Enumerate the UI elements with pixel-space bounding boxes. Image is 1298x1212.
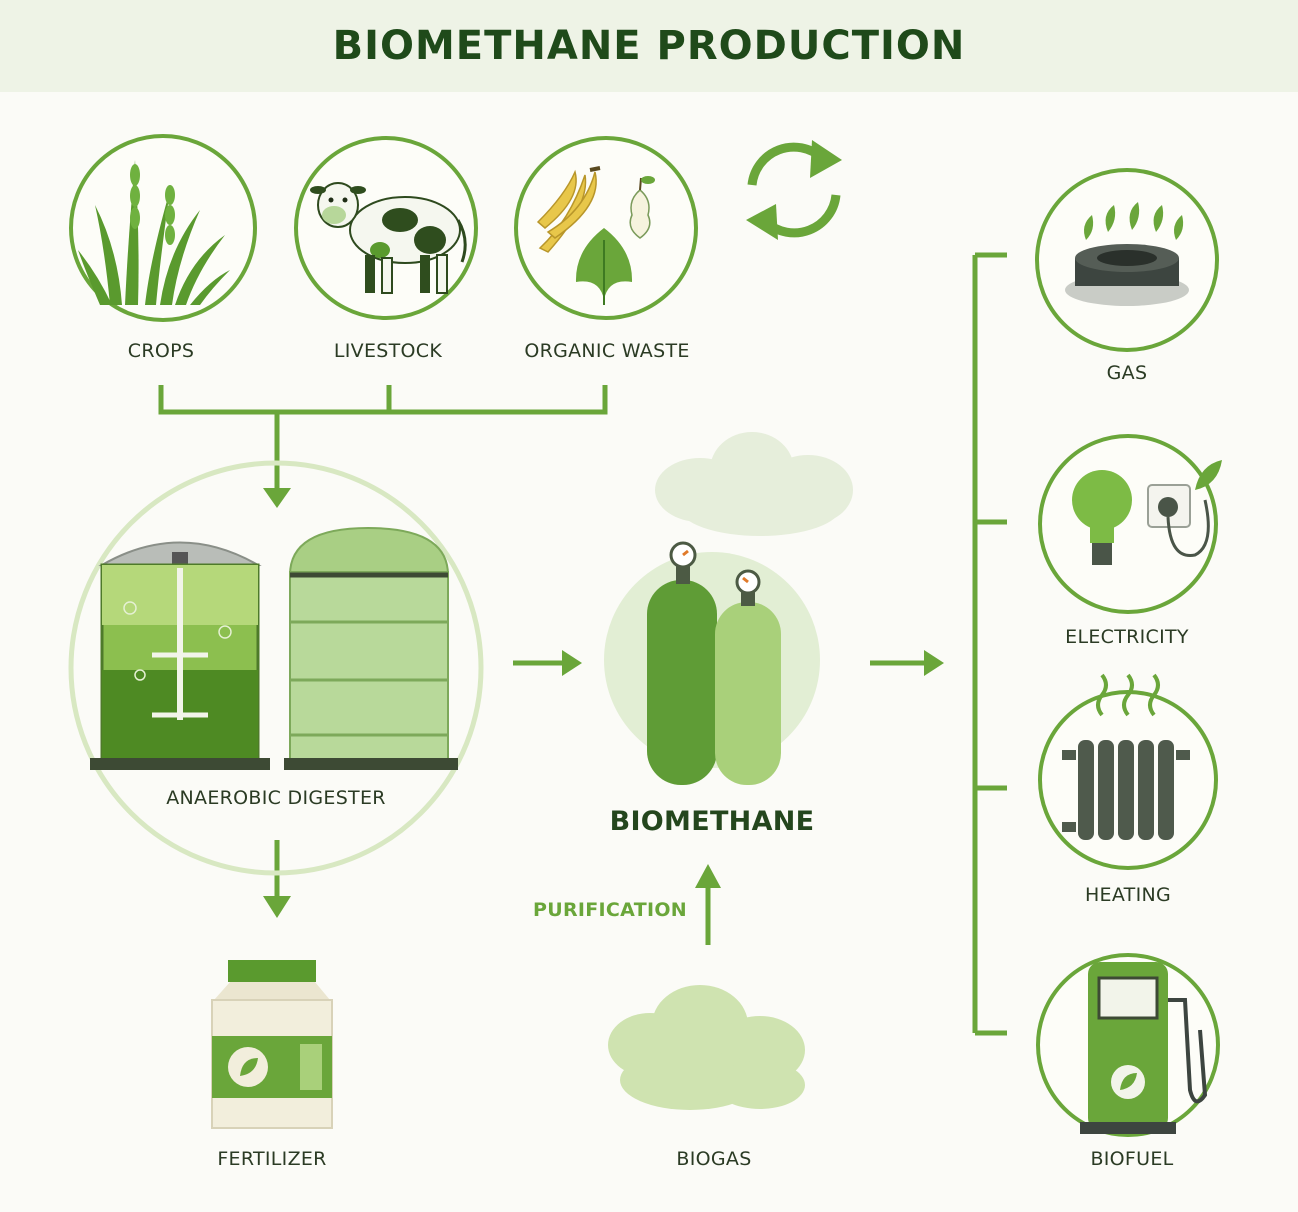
output-bracket	[972, 252, 1007, 1036]
apple-core-icon	[629, 176, 655, 239]
arrow-to-outputs	[870, 650, 944, 676]
crops-icon	[69, 134, 257, 322]
biogas-label: BIOGAS	[676, 1148, 752, 1170]
gas-burner-icon	[1035, 168, 1219, 352]
arrow-to-biomethane	[513, 650, 582, 676]
leaf-icon	[1195, 460, 1222, 490]
arrow-to-fertilizer	[263, 840, 291, 918]
gas-cylinders-icon	[604, 432, 853, 785]
heating-label: HEATING	[1084, 884, 1172, 906]
food-waste-icon	[514, 136, 698, 320]
organic-waste-label: ORGANIC WASTE	[524, 340, 690, 362]
electricity-label: ELECTRICITY	[1065, 626, 1189, 648]
purification-label: PURIFICATION	[533, 899, 687, 921]
light-bulb-icon	[1038, 434, 1222, 614]
biofuel-label: BIOFUEL	[1090, 1148, 1174, 1170]
arrow-to-digester	[263, 488, 291, 508]
vapor-cloud-icon	[655, 432, 853, 536]
title-banner: BIOMETHANE PRODUCTION	[0, 0, 1298, 92]
livestock-label: LIVESTOCK	[333, 340, 443, 362]
purification-arrow	[695, 864, 721, 945]
page-title: BIOMETHANE PRODUCTION	[332, 23, 966, 69]
anaerobic-digester-label: ANAEROBIC DIGESTER	[166, 787, 386, 809]
leaf-icon	[575, 228, 633, 305]
cow-icon	[294, 136, 478, 320]
recycle-arrows-icon	[746, 140, 842, 240]
fertilizer-bag-icon	[211, 960, 333, 1129]
fuel-pump-icon	[1036, 953, 1220, 1137]
crops-label: CROPS	[127, 340, 195, 362]
gas-label: GAS	[1106, 362, 1148, 384]
biomethane-label: BIOMETHANE	[609, 806, 815, 837]
radiator-icon	[1038, 673, 1218, 870]
gas-cloud-icon	[608, 985, 805, 1110]
digester-tanks-icon	[68, 460, 484, 876]
fertilizer-label: FERTILIZER	[217, 1148, 327, 1170]
input-merge-connector	[158, 385, 608, 490]
